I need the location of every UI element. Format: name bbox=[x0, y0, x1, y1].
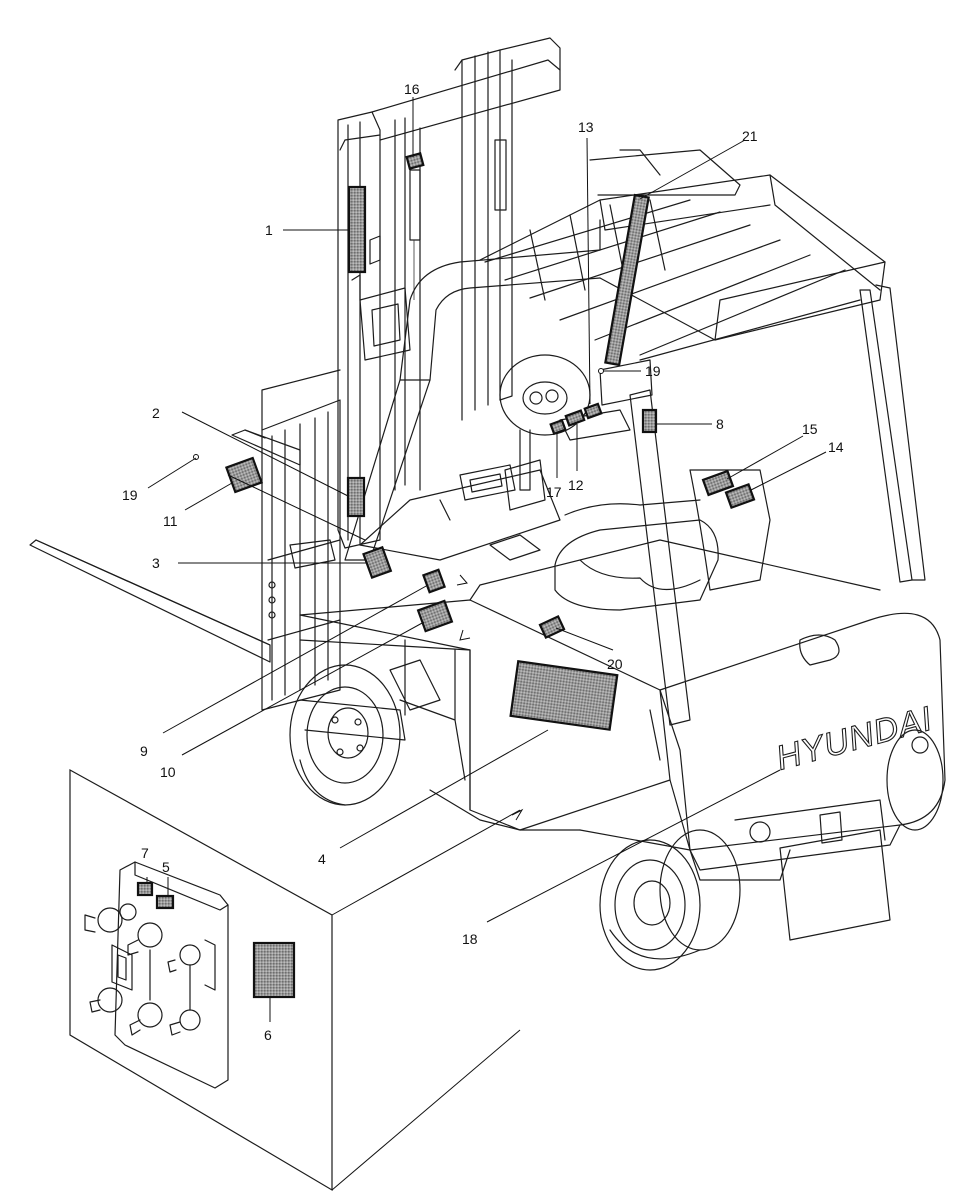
callout-6: 6 bbox=[264, 1027, 272, 1043]
inset-arrow bbox=[511, 808, 524, 821]
callout-21: 21 bbox=[742, 128, 758, 144]
decal-4 bbox=[509, 660, 619, 731]
leader-11 bbox=[184, 482, 233, 511]
decal-15 bbox=[701, 469, 735, 497]
decal-2 bbox=[346, 476, 366, 518]
leader-21 bbox=[639, 139, 746, 200]
arrow-9 bbox=[456, 574, 468, 586]
decal-6 bbox=[252, 941, 296, 999]
leader-14 bbox=[750, 451, 827, 491]
leader-4 bbox=[339, 729, 549, 849]
decal-16 bbox=[405, 152, 425, 170]
callout-labels: 1 2 3 4 5 6 7 8 9 10 11 12 13 14 15 16 1… bbox=[122, 81, 844, 1043]
callout-5: 5 bbox=[162, 859, 170, 875]
decal-19-right-point bbox=[598, 368, 604, 374]
decal-12 bbox=[564, 409, 586, 427]
arrow-10 bbox=[459, 629, 471, 641]
decal-21 bbox=[604, 193, 650, 367]
callout-10: 10 bbox=[160, 764, 176, 780]
inset-connector-upper bbox=[331, 809, 521, 916]
decals bbox=[136, 152, 756, 999]
terminal-block-inset bbox=[69, 768, 333, 1192]
carriage bbox=[261, 369, 341, 711]
callout-19-right: 19 bbox=[645, 363, 661, 379]
callout-1: 1 bbox=[265, 222, 273, 238]
leader-15 bbox=[726, 435, 804, 480]
steering-wheel bbox=[499, 354, 631, 511]
callout-12: 12 bbox=[568, 477, 584, 493]
decal-14 bbox=[724, 482, 756, 510]
decal-3 bbox=[362, 545, 393, 580]
callout-7: 7 bbox=[141, 845, 149, 861]
callout-8: 8 bbox=[716, 416, 724, 432]
decal-11 bbox=[224, 456, 264, 494]
leader-11b bbox=[227, 474, 366, 541]
decal-17 bbox=[549, 418, 567, 436]
callout-17: 17 bbox=[546, 484, 562, 500]
decal-10 bbox=[416, 599, 454, 633]
decal-5 bbox=[155, 894, 175, 910]
leader-20 bbox=[555, 627, 614, 651]
front-wheel bbox=[289, 664, 401, 806]
callout-11: 11 bbox=[163, 513, 178, 529]
callout-13: 13 bbox=[578, 119, 594, 135]
callout-2: 2 bbox=[152, 405, 160, 421]
callout-18: 18 bbox=[462, 931, 478, 947]
decal-20 bbox=[538, 614, 566, 640]
callout-19-left: 19 bbox=[122, 487, 138, 503]
leader-2 bbox=[181, 411, 349, 497]
leader-18 bbox=[486, 769, 781, 923]
truck-body bbox=[299, 464, 946, 941]
forks bbox=[29, 429, 301, 663]
callout-20: 20 bbox=[607, 656, 623, 672]
decal-8 bbox=[641, 408, 658, 434]
overhead-guard bbox=[344, 149, 926, 726]
callout-9: 9 bbox=[140, 743, 148, 759]
leader-lines bbox=[146, 97, 827, 1022]
leader-19-left bbox=[147, 457, 197, 489]
rear-wheel bbox=[599, 729, 944, 971]
callout-4: 4 bbox=[318, 851, 326, 867]
leader-9 bbox=[162, 584, 429, 734]
callout-14: 14 bbox=[828, 439, 844, 455]
leader-10 bbox=[181, 621, 425, 756]
callout-16: 16 bbox=[404, 81, 420, 97]
decal-7 bbox=[136, 881, 154, 897]
callout-15: 15 bbox=[802, 421, 818, 437]
decal-1 bbox=[347, 185, 367, 274]
decal-13 bbox=[583, 402, 603, 420]
mast bbox=[337, 37, 561, 549]
callout-3: 3 bbox=[152, 555, 160, 571]
decal-9 bbox=[421, 568, 447, 594]
hyundai-logo: HYUNDAI bbox=[772, 700, 936, 778]
leader-13 bbox=[586, 137, 591, 405]
inset-connector-lower bbox=[331, 1029, 521, 1191]
